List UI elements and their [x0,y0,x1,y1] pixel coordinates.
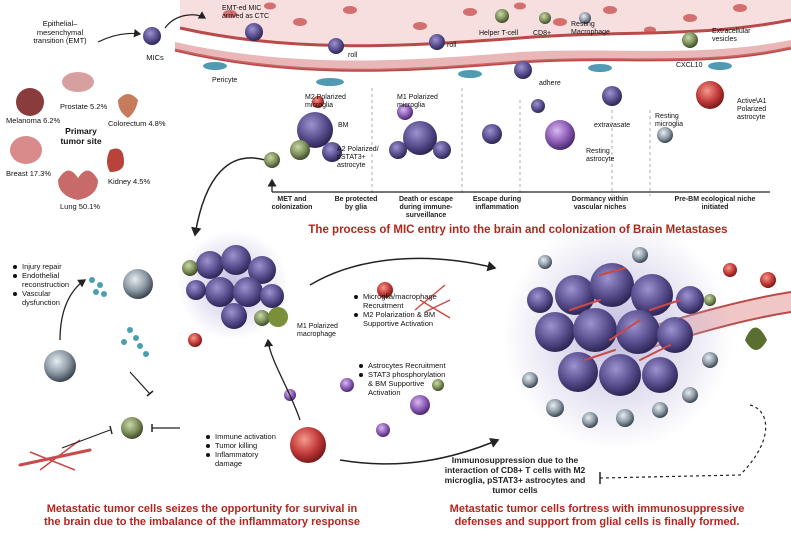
site-kidney: Kidney 4.5% [108,177,151,186]
resting-astrocyte-label: Resting astrocyte [586,148,615,163]
right-panel-title: Metastatic tumor cells fortress with imm… [449,503,745,528]
a2-astrocyte-label: A2 Polarized/ pSTAT3+ astrocyte [337,146,379,169]
stage-immune: Death or escape during immune- surveilla… [398,196,454,219]
immune-list: Immune activation Tumor killing Inflamma… [206,432,296,468]
immunosuppression-label: Immunosuppression due to the interaction… [444,455,586,495]
extravasate-label: extravasate [594,122,631,129]
adhere-label: adhere [539,80,561,87]
roll-label-1: roll [348,52,358,59]
microglia-item: Microglia/macrophage Recruitment [354,292,474,310]
stage-dormancy: Dormancy within vascular niches [571,196,629,211]
astrocyte-item: STAT3 phosphorylation & BM Supportive Ac… [359,370,471,397]
a1-astrocyte-label: Active\A1 Polarized astrocyte [737,98,767,121]
cd8-label: CD8+ [533,30,552,37]
vessel-cells [245,9,724,143]
microglia-item: M2 Polarization & BM Supportive Activati… [354,310,474,328]
roll-label-2: roll [447,42,457,49]
injury-item: Injury repair [13,262,93,271]
immune-item: Immune activation [206,432,296,441]
stage-axis [371,88,651,196]
left-panel-title: Metastatic tumor cells seizes the opport… [43,503,360,528]
site-colorectum: Colorectum 4.8% [108,119,166,128]
niche-cells [264,96,575,168]
astrocyte-item: Astrocytes Recruitment [359,361,471,370]
stage-inflammation: Escape during inflammation [472,196,522,211]
injury-item: Vascular dysfunction [13,289,93,307]
m1-macrophage-label: M1 Polarized macrophage [297,323,338,338]
pericyte-label: Pericyte [212,77,238,84]
injury-list: Injury repair Endothelial reconstruction… [13,262,93,307]
extracellular-vesicles-label: Extracellular vesicles [712,28,751,43]
stage-met: MET and colonization [271,196,313,211]
blood-vessel [174,0,791,86]
resting-macrophage-label: Resting Macrophage [571,21,610,36]
immune-item: Tumor killing [206,441,296,450]
organ-icons [10,27,161,200]
site-breast: Breast 17.3% [6,169,52,178]
astrocyte-list: Astrocytes Recruitment STAT3 phosphoryla… [359,361,471,397]
stage-protected: Be protected by glia [334,196,378,211]
m1-microglia-label: M1 Polarized microglia [397,94,438,109]
ctc-label: EMT-ed MIC arrived as CTC [222,5,270,20]
helper-t-label: Helper T-cell [479,30,519,37]
process-title: The process of MIC entry into the brain … [308,224,728,236]
site-prostate: Prostate 5.2% [60,102,108,111]
resting-microglia-label: Resting microglia [655,113,684,128]
mics-label: MICs [146,53,164,62]
immune-item: Inflammatory damage [206,450,296,468]
emt-label: Epithelial– mesenchymal transition (EMT) [33,19,87,45]
stage-pre-bm: Pre-BM ecological niche initiated [674,196,756,211]
primary-site-title: Primary tumor site [60,126,102,146]
fortress-art [503,220,776,450]
bm-label: BM [338,122,349,129]
site-melanoma: Melanoma 6.2% [6,116,61,125]
m2-microglia-label: M2 Polarized microglia [305,94,346,109]
microglia-list: Microglia/macrophage Recruitment M2 Pola… [354,292,474,328]
site-lung: Lung 50.1% [60,202,101,211]
injury-item: Endothelial reconstruction [13,271,93,289]
cxcl10-label: CXCL10 [676,62,703,69]
left-panel-art [18,230,451,471]
